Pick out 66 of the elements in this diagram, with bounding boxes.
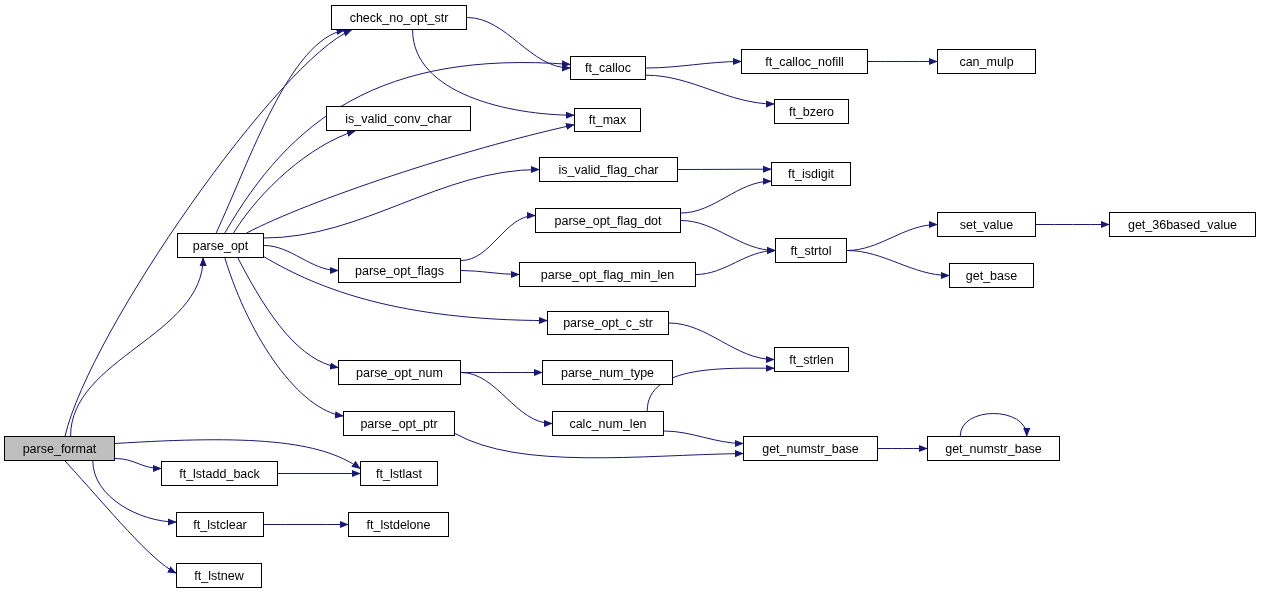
arrow xyxy=(460,212,536,261)
function-box: parse_opt_ptr xyxy=(343,411,455,436)
arrow xyxy=(867,57,938,66)
arrow xyxy=(64,29,353,437)
arrow xyxy=(277,469,361,478)
function-box: ft_isdigit xyxy=(771,162,851,186)
arrow xyxy=(460,270,520,278)
arrow xyxy=(646,364,775,412)
arrow xyxy=(263,166,540,239)
function-box: calc_num_len xyxy=(552,411,664,436)
arrow xyxy=(959,413,1029,437)
function-box: get_base xyxy=(949,263,1034,288)
function-box: parse_num_type xyxy=(542,360,673,385)
arrow xyxy=(460,372,553,427)
arrow xyxy=(680,178,772,214)
function-box: ft_strlen xyxy=(774,347,849,372)
function-box: ft_lstadd_back xyxy=(161,461,278,486)
function-box: parse_format xyxy=(4,436,115,461)
arrow xyxy=(1035,220,1110,229)
function-box: parse_opt_flag_min_len xyxy=(519,262,696,287)
function-box: parse_opt_c_str xyxy=(547,311,669,335)
function-box: ft_calloc_nofill xyxy=(741,49,868,74)
function-box: is_valid_conv_char xyxy=(326,106,471,131)
function-box: ft_lstclear xyxy=(176,512,264,537)
function-box: get_numstr_base xyxy=(927,436,1060,461)
arrow xyxy=(237,257,339,369)
function-box: ft_lstdelone xyxy=(348,512,449,537)
function-box: is_valid_flag_char xyxy=(539,157,678,182)
arrow xyxy=(645,74,775,108)
function-box: get_36based_value xyxy=(1109,212,1256,237)
function-box: parse_opt_num xyxy=(338,360,461,385)
arrow xyxy=(224,60,571,234)
arrow xyxy=(215,29,346,234)
arrow xyxy=(663,430,744,447)
arrow xyxy=(263,520,349,529)
arrow xyxy=(677,165,772,173)
function-box: set_value xyxy=(937,212,1036,237)
function-box: ft_bzero xyxy=(774,99,849,124)
arrow xyxy=(412,29,575,119)
arrow xyxy=(454,433,744,459)
function-box: ft_calloc xyxy=(570,56,646,80)
arrow xyxy=(224,257,344,418)
function-box: ft_strtol xyxy=(775,238,847,263)
function-box: ft_lstnew xyxy=(176,563,262,588)
arrow xyxy=(263,245,339,274)
function-box: ft_lstlast xyxy=(360,461,438,486)
arrow xyxy=(114,458,162,472)
function-box: parse_opt_flag_dot xyxy=(535,208,681,233)
arrow xyxy=(64,460,177,574)
arrow xyxy=(466,17,571,71)
function-box: can_mulp xyxy=(937,49,1036,74)
arrow xyxy=(846,250,950,279)
function-box: get_numstr_base xyxy=(743,436,878,461)
function-box: parse_opt xyxy=(177,233,264,258)
function-box: check_no_opt_str xyxy=(331,5,467,30)
arrow xyxy=(695,247,776,275)
function-box: parse_opt_flags xyxy=(338,258,461,283)
arrow xyxy=(877,444,928,453)
arrow xyxy=(92,460,177,526)
arrow xyxy=(70,257,206,437)
function-box: ft_max xyxy=(574,108,641,132)
arrow xyxy=(263,256,548,325)
arrow xyxy=(668,322,775,363)
arrow xyxy=(114,439,361,469)
arrow xyxy=(233,130,356,234)
arrow xyxy=(645,58,742,69)
